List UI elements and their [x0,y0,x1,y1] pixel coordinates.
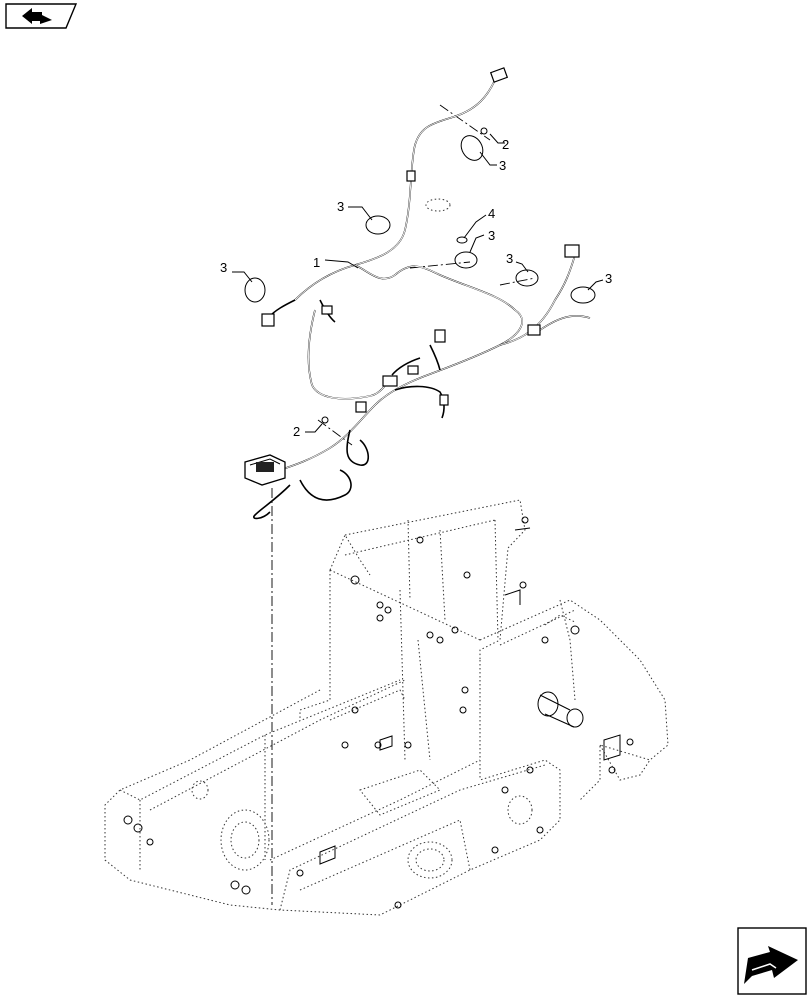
alignment-line [439,104,491,141]
callout-leaders [232,133,604,433]
machine-frame [104,499,669,916]
callout-label: 4 [488,206,495,221]
alignment-line [409,261,471,269]
callout-label: 3 [488,228,495,243]
callout-label: 3 [220,260,227,275]
callout-label: 3 [337,199,344,214]
back-arrow-icon [22,8,52,24]
alignment-line [317,419,353,446]
callout-label: 2 [293,424,300,439]
callout-label: 3 [605,271,612,286]
next-arrow-icon [744,946,798,984]
callout-label: 1 [313,255,320,270]
next-button[interactable] [737,927,807,995]
callout-label: 2 [502,137,509,152]
callout-label: 3 [506,251,513,266]
back-button[interactable] [5,3,78,29]
grommets [244,127,596,424]
frame-holes [123,516,634,909]
wiring-harness [244,67,591,520]
callout-label: 3 [499,158,506,173]
main-connector [244,454,286,486]
alignment-line [499,277,536,286]
